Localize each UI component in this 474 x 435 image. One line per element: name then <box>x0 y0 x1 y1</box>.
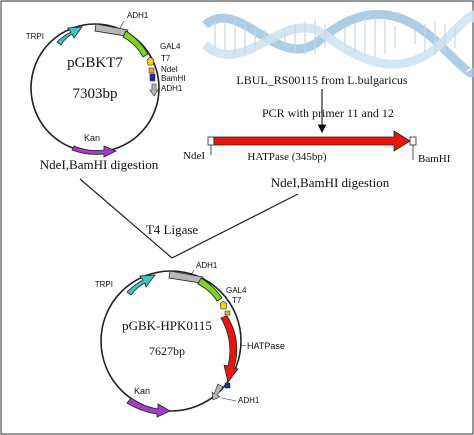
pcr-label: PCR with primer 11 and 12 <box>262 106 394 120</box>
plasmid1-label-kan: Kan <box>84 133 100 143</box>
plasmid1-size: 7303bp <box>73 86 118 102</box>
plasmid1-label-ndei: NdeI <box>161 65 178 74</box>
plasmid1-label-trpi: TRPI <box>26 32 44 41</box>
gene-source-label: LBUL_RS00115 from L.bulgaricus <box>236 73 408 87</box>
plasmid2-label-adh1-bottom: ADH1 <box>238 396 260 405</box>
plasmid2-label-t7: T7 <box>232 296 242 305</box>
fragment-ndei-end <box>207 136 215 146</box>
plasmid1-label-gal4: GAL4 <box>160 42 181 51</box>
plasmid2-name: pGBK-HPK0115 <box>122 318 212 333</box>
plasmid2-hatpase-gene <box>220 315 239 383</box>
plasmid1-ndei-site <box>148 67 155 74</box>
plasmid2-label-kan: Kan <box>134 386 150 396</box>
plasmid1-digestion-label: NdeI,BamHI digestion <box>40 157 159 172</box>
fragment-name-label: HATPase (345bp) <box>247 151 326 163</box>
hatpase-fragment <box>207 130 417 160</box>
fragment-ndei-label: NdeI <box>183 150 205 162</box>
ligation-line-left <box>79 178 173 259</box>
plasmid2-gal4-gene <box>197 277 223 302</box>
dna-helix-image <box>202 9 474 78</box>
plasmid1-t7-promoter <box>146 56 155 66</box>
plasmid2-label-trpi: TRPI <box>95 280 113 289</box>
plasmid1-kan-gene <box>71 145 117 158</box>
plasmid1-label-t7: T7 <box>161 54 171 63</box>
fragment-bamhi-end <box>409 136 417 146</box>
ligation-label: T4 Ligase <box>146 222 199 237</box>
plasmid2-kan-gene <box>126 397 171 418</box>
plasmid2-size: 7627bp <box>149 344 185 358</box>
plasmid2-label-hatpase: HATPase <box>247 341 285 351</box>
plasmid-pgbkt7: pGBKT7 7303bp TRPI ADH1 GAL4 T7 NdeI Bam… <box>26 11 185 158</box>
plasmid2-label-adh1-top: ADH1 <box>196 261 218 270</box>
plasmid2-ndei-site <box>224 310 231 316</box>
plasmid2-adh1-bottom <box>211 383 224 401</box>
plasmid2-trpi-gene <box>126 274 156 296</box>
fragment-bamhi-label: BamHI <box>418 153 451 165</box>
plasmid1-name: pGBKT7 <box>67 55 123 71</box>
plasmid2-bamhi-site <box>224 382 231 389</box>
insert-digestion-label: NdeI,BamHI digestion <box>271 175 390 190</box>
plasmid1-trpi-gene <box>56 26 83 46</box>
plasmid1-bamhi-site <box>149 73 156 82</box>
plasmid2-label-gal4: GAL4 <box>226 286 247 295</box>
plasmid1-label-bamhi: BamHI <box>161 74 185 83</box>
plasmid1-gal4-gene <box>122 30 149 58</box>
plasmid2-t7-promoter <box>219 300 228 310</box>
plasmid1-label-adh1-bottom: ADH1 <box>161 84 183 93</box>
ligation-line-right <box>171 193 299 259</box>
plasmid1-adh1-bottom <box>149 83 159 97</box>
fragment-hatpase-arrow <box>213 130 411 152</box>
plasmid-pgbk-hpk0115: pGBK-HPK0115 7627bp TRPI ADH1 GAL4 T7 HA… <box>95 261 285 418</box>
plasmid1-label-adh1-top: ADH1 <box>127 11 149 20</box>
